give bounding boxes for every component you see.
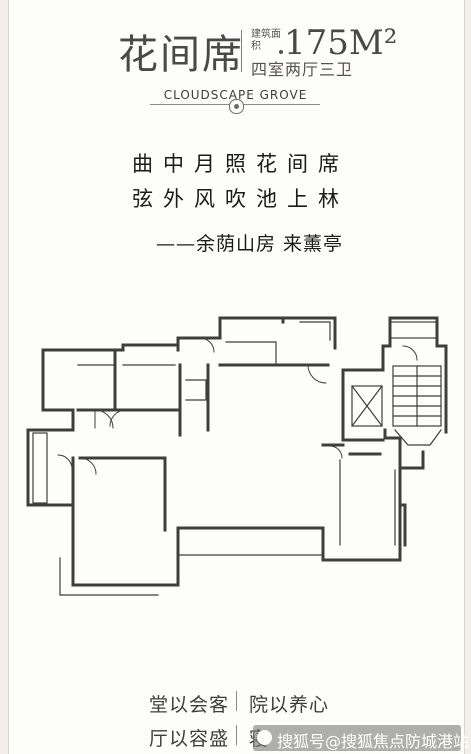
watermark: 搜狐号@搜狐焦点防城港站 <box>253 725 469 751</box>
tagline-courtyard: 院以养心 <box>249 694 330 716</box>
area-label: 建筑面积 <box>251 29 281 52</box>
left-frame <box>0 0 9 754</box>
area-dot <box>279 50 283 54</box>
room-layout: 四室两厅三卫 <box>251 60 354 79</box>
title-divider <box>241 30 242 72</box>
poem-signature: ——余荫山房 来薰亭 <box>156 233 344 255</box>
right-frame <box>464 0 471 754</box>
area-value: 175M² <box>284 23 398 63</box>
sohu-logo-icon <box>257 730 272 745</box>
watermark-text: 搜狐号@搜狐焦点防城港站 <box>277 732 470 751</box>
tagline-hall: 堂以会客 <box>149 694 230 716</box>
tagline-divider-bottom <box>236 725 237 745</box>
unit-title: 花间席 <box>118 32 244 78</box>
brand-name: CLOUDSCAPE GROVE <box>163 88 308 102</box>
poem-line-1: 曲中月照花间席 <box>132 152 349 176</box>
poem-line-2: 弦外风吹池上林 <box>132 187 349 211</box>
tagline-divider-top <box>236 691 237 711</box>
tagline-living: 厅以容盛 <box>149 728 230 750</box>
brand-emblem-icon <box>229 99 244 114</box>
